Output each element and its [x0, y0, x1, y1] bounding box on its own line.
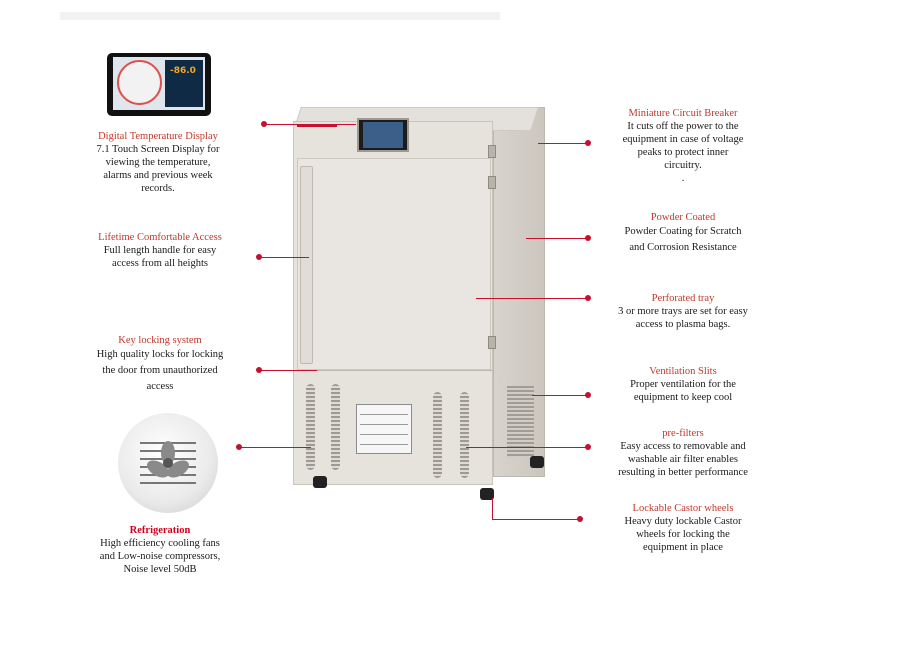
caster-wheel	[530, 456, 544, 468]
hinge-low	[488, 336, 496, 349]
info-panel	[356, 404, 412, 454]
cabinet-door	[297, 158, 491, 370]
vent-slit	[306, 384, 315, 470]
feature-refrigeration: Refrigeration High efficiency cooling fa…	[78, 524, 242, 576]
feature-desc: Powder Coating for Scratch and Corrosion…	[624, 226, 742, 253]
feature-pre-filters: pre-filters Easy access to removable and…	[598, 427, 768, 479]
feature-title: Miniature Circuit Breaker	[628, 108, 738, 119]
top-faint-bar	[60, 12, 500, 20]
feature-title: Key locking system	[118, 335, 202, 346]
feature-title: Ventilation Slits	[649, 366, 717, 377]
hinge-mid	[488, 176, 496, 189]
feature-desc: High quality locks for locking the door …	[96, 349, 224, 392]
caster-wheel	[313, 476, 327, 488]
vent-slit	[460, 392, 469, 478]
feature-desc: High efficiency cooling fans and Low-noi…	[99, 538, 221, 575]
feature-desc: Proper ventilation for the equipment to …	[630, 379, 736, 403]
feature-desc: Heavy duty lockable Castor wheels for lo…	[624, 516, 742, 553]
feature-comfortable-access: Lifetime Comfortable Access Full length …	[80, 231, 240, 270]
feature-title: Digital Temperature Display	[98, 131, 218, 142]
pointer-dot	[577, 516, 583, 522]
feature-title: Refrigeration	[129, 525, 191, 536]
feature-title: Powder Coated	[650, 212, 716, 223]
feature-title: Perforated tray	[651, 293, 715, 304]
feature-castor-wheels: Lockable Castor wheels Heavy duty lockab…	[603, 502, 763, 554]
hinge-top	[488, 145, 496, 158]
feature-desc: It cuts off the power to the equipment i…	[622, 121, 744, 184]
feature-desc: 3 or more trays are set for easy access …	[618, 306, 748, 330]
feature-powder-coated: Powder Coated Powder Coating for Scratch…	[603, 211, 763, 256]
pointer-dot	[585, 444, 591, 450]
caster-wheel	[480, 488, 494, 500]
feature-perforated-tray: Perforated tray 3 or more trays are set …	[598, 292, 768, 331]
pointer-dot	[585, 140, 591, 146]
feature-title: pre-filters	[662, 428, 704, 439]
side-vent	[507, 386, 534, 458]
feature-title: Lifetime Comfortable Access	[98, 232, 222, 243]
display-temperature: -86.0	[170, 66, 196, 76]
pointer-dot	[585, 392, 591, 398]
feature-ventilation-slits: Ventilation Slits Proper ventilation for…	[603, 365, 763, 404]
feature-desc: Full length handle for easy access from …	[103, 245, 217, 269]
feature-desc: 7.1 Touch Screen Display for viewing the…	[96, 144, 220, 194]
pointer-dot	[585, 235, 591, 241]
temperature-dial-icon	[117, 60, 162, 105]
feature-circuit-breaker: Miniature Circuit Breaker It cuts off th…	[603, 107, 763, 185]
feature-key-locking: Key locking system High quality locks fo…	[78, 334, 242, 395]
pointer-dot	[585, 295, 591, 301]
vent-slit	[331, 384, 340, 470]
feature-title: Lockable Castor wheels	[632, 503, 734, 514]
door-handle	[300, 166, 313, 364]
feature-desc: Easy access to removable and washable ai…	[618, 441, 748, 478]
refrigeration-fan-icon	[118, 413, 218, 513]
vent-slit	[433, 392, 442, 478]
feature-digital-display: Digital Temperature Display 7.1 Touch Sc…	[78, 130, 238, 195]
